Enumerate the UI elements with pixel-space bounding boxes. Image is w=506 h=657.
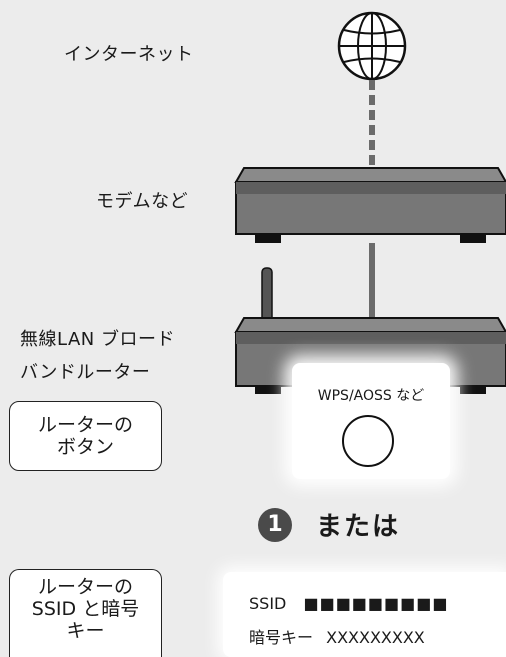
router-label-line1: 無線LAN ブロード xyxy=(20,329,175,350)
ssid-card: SSID ■■■■■■■■■ 暗号キー XXXXXXXXX xyxy=(223,572,506,657)
ssid-box-line3: キー xyxy=(66,620,105,642)
ssid-value: ■■■■■■■■■ xyxy=(303,594,449,613)
router-button-box: ルーターの ボタン xyxy=(9,401,162,471)
router-button-box-line1: ルーターの xyxy=(37,414,133,436)
ssid-row: SSID ■■■■■■■■■ xyxy=(249,594,449,613)
or-text: または xyxy=(316,512,401,542)
router-button-box-line2: ボタン xyxy=(56,436,114,458)
step-number-badge: 1 xyxy=(258,508,292,542)
modem-label: モデムなど xyxy=(96,191,189,212)
ssid-label: SSID xyxy=(249,594,287,613)
modem-device xyxy=(234,167,506,243)
key-label: 暗号キー xyxy=(249,628,314,647)
ssid-box-line1: ルーターの xyxy=(37,576,133,598)
globe-icon xyxy=(337,11,407,81)
wps-button-icon xyxy=(342,415,394,467)
ssid-key-box: ルーターの SSID と暗号 キー xyxy=(9,569,162,657)
key-row: 暗号キー XXXXXXXXX xyxy=(249,624,425,648)
internet-label: インターネット xyxy=(64,44,194,65)
router-label-line2: バンドルーター xyxy=(20,362,151,383)
ssid-box-line2: SSID と暗号 xyxy=(31,598,140,620)
wps-label: WPS/AOSS など xyxy=(317,388,425,404)
key-value: XXXXXXXXX xyxy=(326,628,425,647)
wps-card: WPS/AOSS など xyxy=(292,363,450,479)
